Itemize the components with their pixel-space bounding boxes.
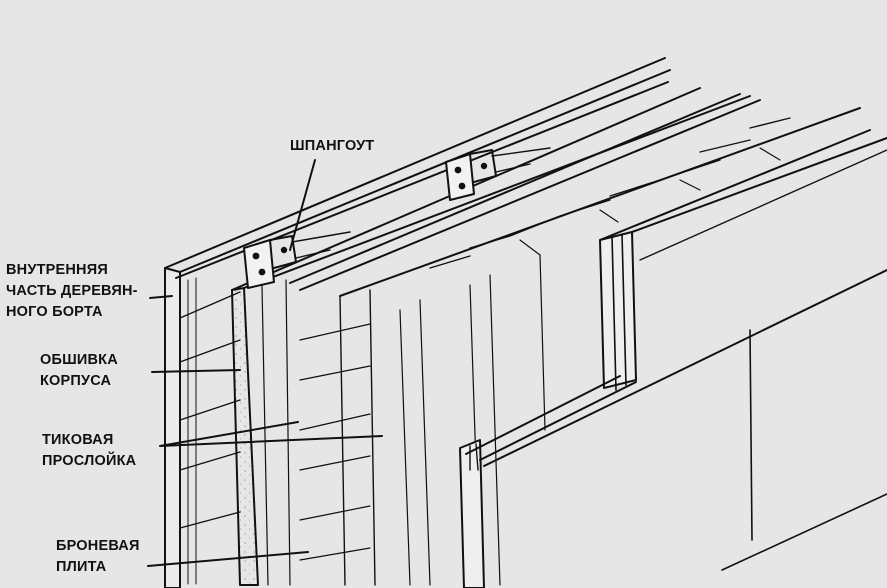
frame-label: ШПАНГОУТ bbox=[290, 136, 374, 157]
hull-plating-label-line-2: КОРПУСА bbox=[40, 373, 112, 389]
teak-layer-label-line-2: ПРОСЛОЙКА bbox=[42, 453, 137, 469]
teak-layer-label: ТИКОВАЯ ПРОСЛОЙКА bbox=[42, 430, 136, 472]
armor-plate-layer bbox=[459, 129, 887, 588]
teak-layer-label-line-1: ТИКОВАЯ bbox=[42, 432, 114, 448]
leader-lines bbox=[147, 159, 383, 567]
frame-brackets bbox=[243, 147, 551, 289]
teak-layer bbox=[289, 93, 861, 586]
inner-wood-label-line-2: ЧАСТЬ ДЕРЕВЯН- bbox=[6, 283, 138, 299]
hull-plating-label-line-1: ОБШИВКА bbox=[40, 352, 118, 368]
armor-plate-label-line-1: БРОНЕВАЯ bbox=[56, 538, 140, 554]
hull-plating-layer bbox=[231, 87, 751, 586]
frame-label-text: ШПАНГОУТ bbox=[290, 138, 375, 154]
inner-wood-label-line-1: ВНУТРЕННЯЯ bbox=[6, 262, 108, 278]
armor-plate-label-line-2: ПЛИТА bbox=[56, 559, 107, 575]
hull-plating-label: ОБШИВКА КОРПУСА bbox=[40, 350, 118, 392]
inner-wood-label-line-3: НОГО БОРТА bbox=[6, 304, 103, 320]
inner-wood-label: ВНУТРЕННЯЯ ЧАСТЬ ДЕРЕВЯН- НОГО БОРТА bbox=[6, 260, 138, 323]
armor-plate-label: БРОНЕВАЯ ПЛИТА bbox=[56, 536, 140, 578]
